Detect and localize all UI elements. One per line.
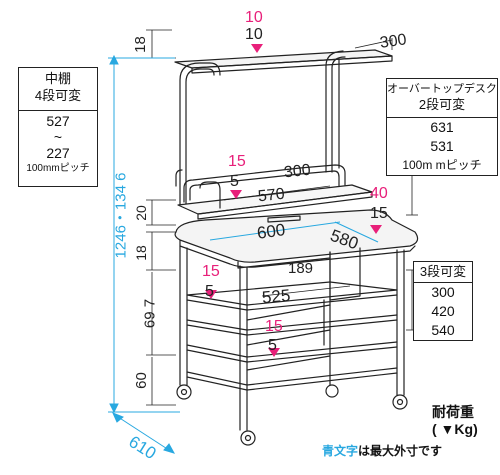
- lower-width-label: 525: [261, 285, 292, 308]
- mid-shelf-range-bottom: 227: [46, 145, 70, 161]
- lower-height-bottom: 60: [132, 372, 150, 389]
- desk-load-sub: 15: [370, 205, 388, 222]
- mid-shelf-range-top: 527: [46, 113, 70, 129]
- cabinet-depth-label: 189: [288, 260, 314, 277]
- overtop-title-2: 2段可変: [418, 97, 466, 112]
- overtop-desk-panel: オーバートップデスク 2段可変 631 531 100m mピッチ: [386, 78, 498, 176]
- lower-load1-label: 15: [202, 263, 220, 280]
- top-depth-label: 300: [378, 31, 408, 52]
- caster-front-middle: [240, 430, 256, 446]
- caster-rear-left: [325, 384, 339, 398]
- overtop-value-2: 531: [430, 138, 454, 154]
- top-shelf: [174, 49, 393, 69]
- lower-shelf-panel: 3段可変 300 420 540: [413, 261, 473, 341]
- desk-width-label: 600: [255, 220, 287, 243]
- legend-load-unit: ( ▼Kg): [432, 421, 478, 437]
- shelf-guard-rail: [183, 164, 346, 203]
- load-marker-desk: [370, 225, 382, 234]
- overtop-title-1: オーバートップデスク: [387, 83, 497, 95]
- load-marker-shelf: [230, 190, 242, 199]
- lower-panel-title: 3段可変: [419, 264, 467, 279]
- lower-panel-value-3: 540: [431, 322, 455, 338]
- load-marker-lower-1: [205, 290, 217, 299]
- top-load-sub: 10: [245, 26, 263, 43]
- legend-note-blue: 青文字: [322, 444, 359, 458]
- lower-panel-value-1: 300: [431, 284, 455, 300]
- load-markers: [205, 44, 382, 357]
- shelf-load-label: 15: [228, 153, 246, 170]
- lower-load1-sub: 5: [205, 283, 214, 300]
- lower-load2-label: 15: [265, 318, 283, 335]
- shelf-height-b: 18: [132, 245, 149, 261]
- mid-shelf-pitch: 100mmピッチ: [26, 163, 90, 174]
- load-marker-lower-2: [268, 348, 280, 357]
- hutch-frame: [179, 62, 221, 206]
- lower-shelf-2: [186, 314, 398, 331]
- caster-front-left: [176, 384, 192, 400]
- mid-shelf-title-1: 中棚: [44, 71, 71, 86]
- mid-shelf-panel: 中棚 4段可変 527 ~ 227 100mmピッチ: [18, 67, 98, 187]
- caster-rear-right: [392, 394, 408, 410]
- legend-load-unit-text: ( ▼Kg): [432, 421, 478, 437]
- overtop-value-3: 100m mピッチ: [402, 158, 482, 172]
- load-marker-top: [251, 44, 263, 53]
- legend-note: 青文字は最大外寸です: [322, 442, 442, 459]
- legend-note-black: は最大外寸です: [358, 444, 443, 458]
- bottom-frame: [186, 367, 398, 386]
- shelf-load-sub: 5: [230, 173, 239, 190]
- lower-load2-sub: 5: [268, 337, 277, 354]
- mid-shelf-range-sep: ~: [53, 129, 63, 145]
- top-height-label: 18: [131, 36, 149, 53]
- lower-height-mid: 69 7: [141, 298, 159, 329]
- shelf-width-label: 570: [257, 185, 286, 206]
- mid-shelf-title-2: 4段可変: [34, 88, 82, 103]
- shelf-height-a: 20: [132, 205, 149, 221]
- lower-panel-value-2: 420: [431, 303, 455, 319]
- lower-shelf-3: [186, 341, 398, 358]
- overtop-value-1: 631: [430, 119, 454, 135]
- top-load-label: 10: [245, 9, 263, 26]
- lower-shelf-1: [186, 281, 398, 306]
- desk-load-label: 40: [370, 185, 388, 202]
- total-height-label: 1246・134 6: [112, 172, 130, 259]
- shelf-depth-label: 300: [283, 161, 312, 182]
- legend-load-title: 耐荷重: [432, 404, 474, 420]
